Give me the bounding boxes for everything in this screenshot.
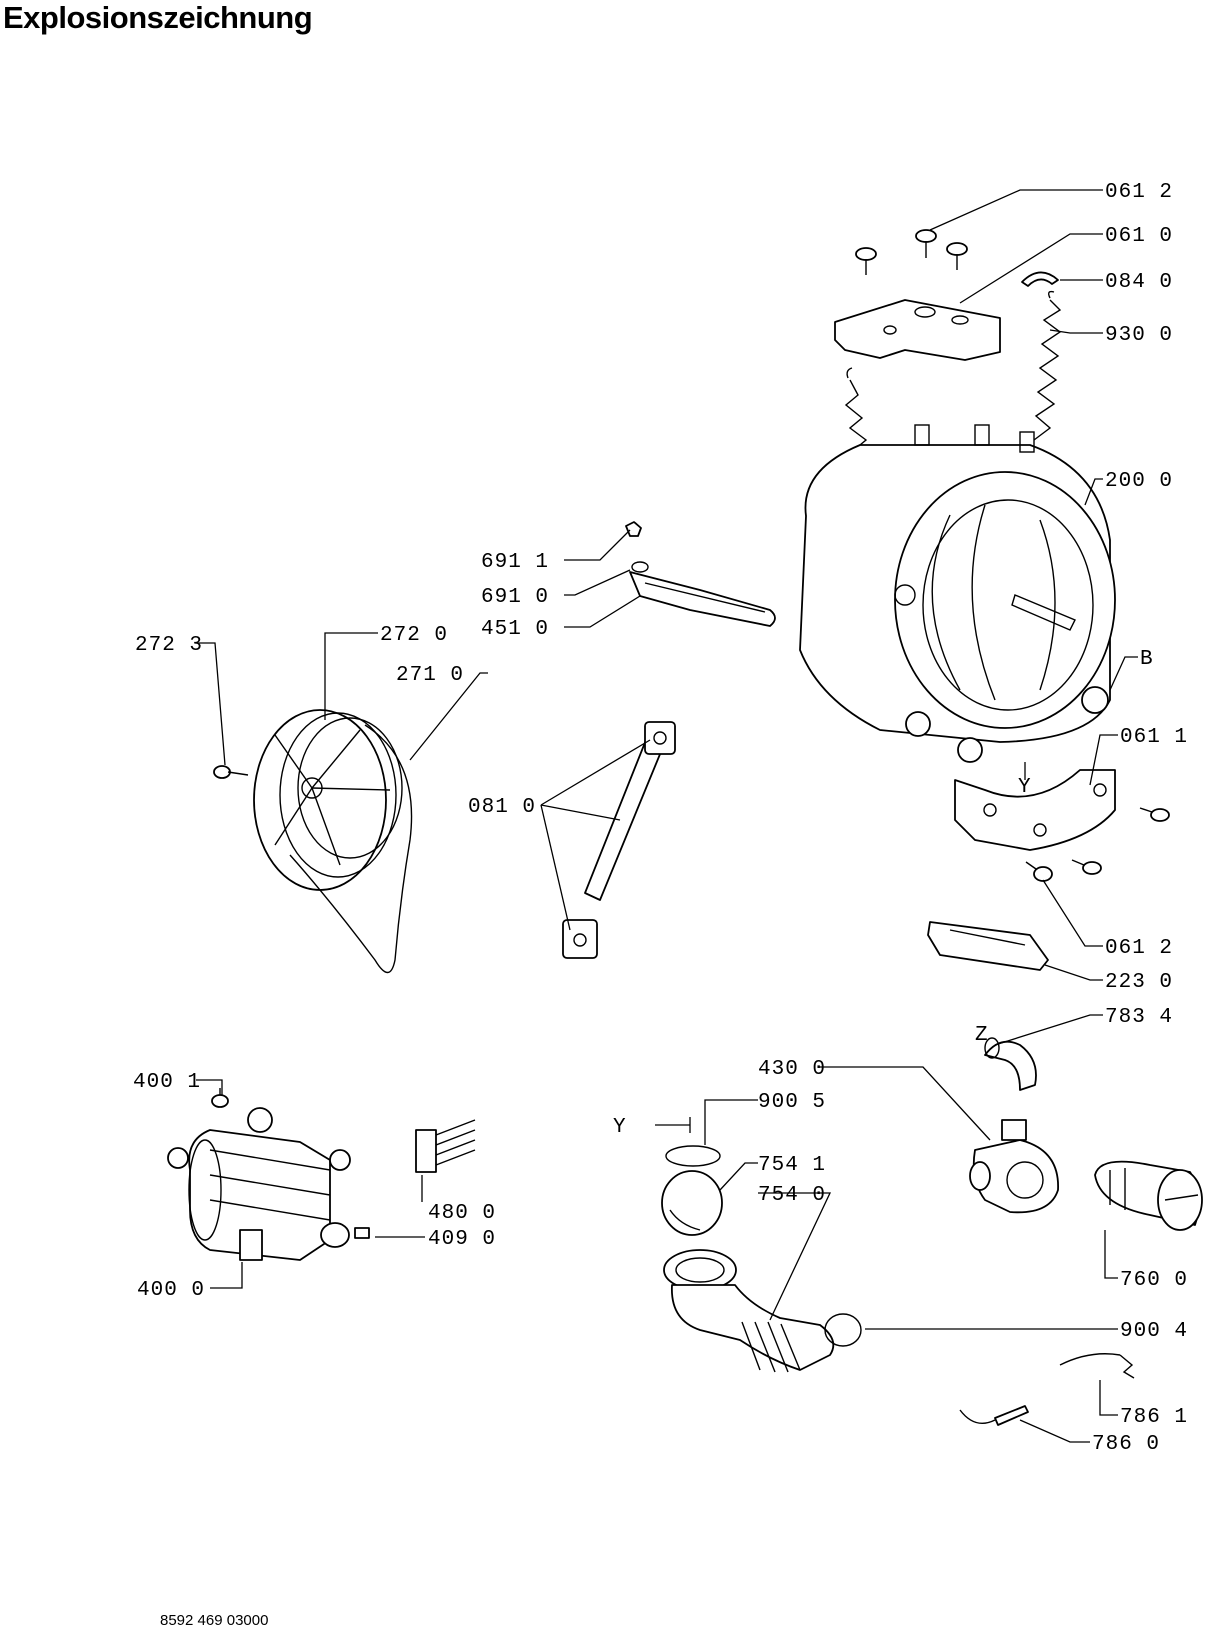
label-930-0: 930 0 bbox=[1105, 324, 1173, 347]
drum-pulley bbox=[253, 709, 403, 891]
label-451-0: 451 0 bbox=[481, 618, 549, 641]
screw-top-middle bbox=[915, 229, 937, 258]
label-061-2-top: 061 2 bbox=[1105, 181, 1173, 204]
label-754-1: 754 1 bbox=[758, 1154, 826, 1177]
label-400-1: 400 1 bbox=[133, 1071, 201, 1094]
carbon-brush bbox=[354, 1227, 370, 1239]
label-480-0: 480 0 bbox=[428, 1202, 496, 1225]
screw-bottom-right bbox=[1139, 807, 1170, 822]
label-061-1: 061 1 bbox=[1120, 726, 1188, 749]
hose-clamp-small bbox=[665, 1145, 721, 1167]
label-272-0: 272 0 bbox=[380, 624, 448, 647]
drum-paddle bbox=[927, 921, 1049, 971]
screw-bottom-middle bbox=[1071, 859, 1102, 875]
part-labels: 061 2 061 0 084 0 930 0 200 0 B 061 1 Y … bbox=[133, 181, 1188, 1456]
label-783-4: 783 4 bbox=[1105, 1006, 1173, 1029]
pulley-screw bbox=[213, 765, 249, 779]
label-272-3: 272 3 bbox=[135, 634, 203, 657]
label-786-1: 786 1 bbox=[1120, 1406, 1188, 1429]
drive-belt bbox=[289, 724, 413, 974]
drain-hose-elbow bbox=[984, 1037, 1037, 1091]
screw-top-right bbox=[946, 242, 968, 270]
label-y-pump: Y bbox=[613, 1116, 627, 1139]
temperature-sensor bbox=[959, 1353, 1135, 1426]
spring-right bbox=[1033, 290, 1062, 441]
hose-clamp-large bbox=[824, 1313, 862, 1347]
pump-filter bbox=[1094, 1160, 1203, 1231]
motor-mount bbox=[211, 1088, 229, 1108]
label-y-tub: Y bbox=[1018, 776, 1032, 799]
sump-hose bbox=[663, 1249, 835, 1373]
label-081-0: 081 0 bbox=[468, 796, 536, 819]
label-691-1: 691 1 bbox=[481, 551, 549, 574]
motor-connector bbox=[415, 1119, 476, 1173]
shock-absorber bbox=[562, 721, 676, 959]
tub-assembly bbox=[799, 424, 1116, 763]
label-754-0: 754 0 bbox=[758, 1184, 826, 1207]
heater-element bbox=[625, 521, 776, 627]
label-760-0: 760 0 bbox=[1120, 1269, 1188, 1292]
drain-ball bbox=[661, 1170, 723, 1236]
leader-lines bbox=[195, 189, 1138, 1443]
label-223-0: 223 0 bbox=[1105, 971, 1173, 994]
clip-part bbox=[1021, 271, 1059, 287]
label-z: Z bbox=[975, 1024, 989, 1047]
label-271-0: 271 0 bbox=[396, 664, 464, 687]
label-400-0: 400 0 bbox=[137, 1279, 205, 1302]
label-409-0: 409 0 bbox=[428, 1228, 496, 1251]
label-430-0: 430 0 bbox=[758, 1058, 826, 1081]
label-b: B bbox=[1140, 648, 1154, 671]
screw-bottom-left bbox=[1025, 861, 1053, 882]
label-084-0: 084 0 bbox=[1105, 271, 1173, 294]
label-900-4: 900 4 bbox=[1120, 1320, 1188, 1343]
label-061-0: 061 0 bbox=[1105, 225, 1173, 248]
label-786-0: 786 0 bbox=[1092, 1433, 1160, 1456]
label-200-0: 200 0 bbox=[1105, 470, 1173, 493]
label-061-2-bottom: 061 2 bbox=[1105, 937, 1173, 960]
drain-pump bbox=[969, 1119, 1059, 1214]
motor bbox=[167, 1107, 351, 1261]
screw-top-left bbox=[855, 247, 877, 275]
counterweight-top bbox=[834, 299, 1001, 361]
page-title: Explosionszeichnung bbox=[3, 0, 313, 35]
label-691-0: 691 0 bbox=[481, 586, 549, 609]
counterweight-bottom bbox=[954, 769, 1116, 851]
label-900-5: 900 5 bbox=[758, 1091, 826, 1114]
document-code: 8592 469 03000 bbox=[160, 1612, 269, 1629]
